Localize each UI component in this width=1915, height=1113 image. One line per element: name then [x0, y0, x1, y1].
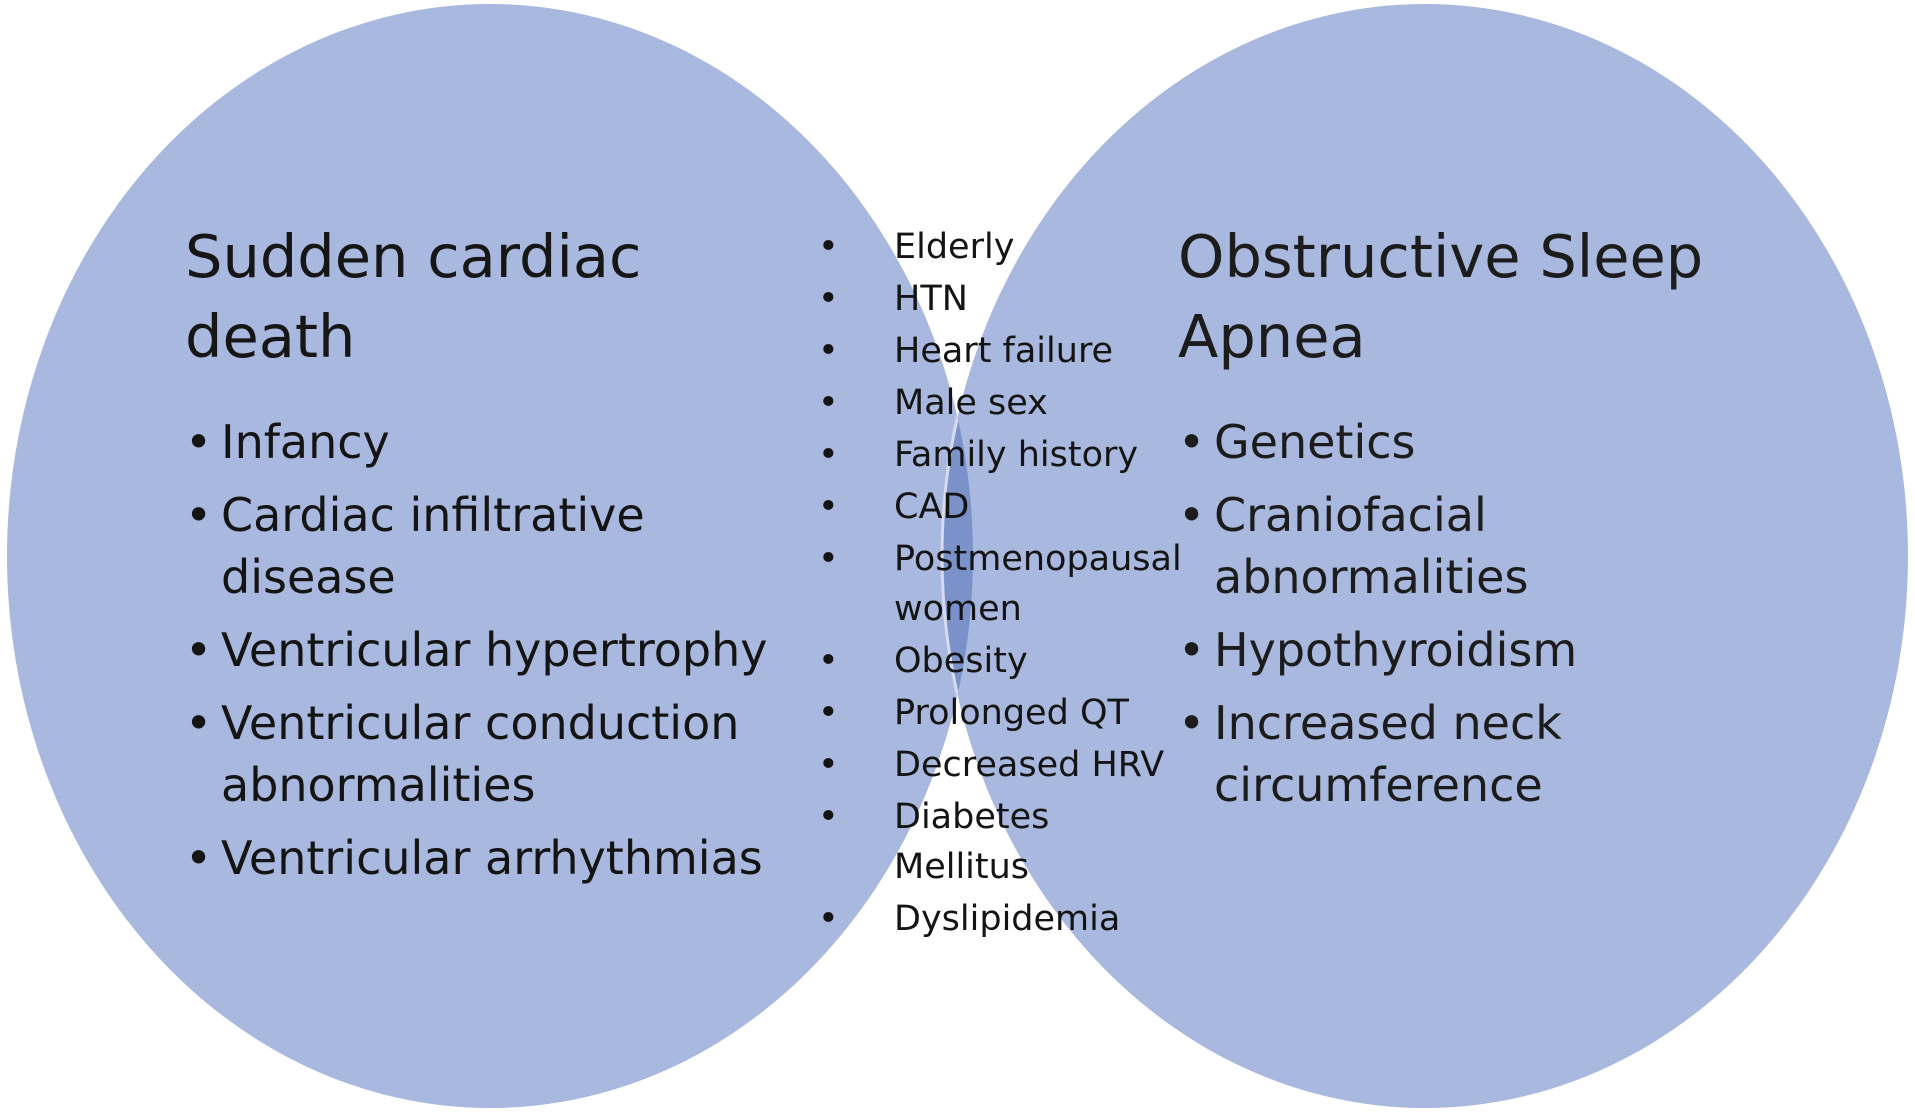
- right-set-title: Obstructive Sleep Apnea: [1178, 222, 1704, 371]
- list-item: •HTN: [818, 274, 1188, 324]
- list-item: •Postmenopausal women: [818, 534, 1188, 634]
- right-set-panel: Obstructive Sleep Apnea •Genetics •Crani…: [1178, 217, 1738, 827]
- list-item: •Diabetes Mellitus: [818, 792, 1188, 892]
- bullet-icon: •: [818, 227, 839, 267]
- bullet-icon: •: [818, 539, 839, 579]
- left-set-list: •Infancy •Cardiac infiltrative disease •…: [185, 411, 825, 889]
- bullet-icon: •: [818, 693, 839, 733]
- bullet-icon: •: [818, 641, 839, 681]
- bullet-icon: •: [1178, 488, 1206, 542]
- bullet-icon: •: [1178, 696, 1206, 750]
- list-item: •Heart failure: [818, 326, 1188, 376]
- list-item: •Prolonged QT: [818, 688, 1188, 738]
- list-item: •Cardiac infiltrative disease: [185, 484, 825, 608]
- bullet-icon: •: [818, 383, 839, 423]
- list-item: •Increased neck circumference: [1178, 692, 1738, 816]
- list-item: •Genetics: [1178, 411, 1738, 473]
- bullet-icon: •: [185, 488, 213, 542]
- left-circle: [7, 4, 973, 1108]
- bullet-icon: •: [1178, 415, 1206, 469]
- bullet-icon: •: [185, 831, 213, 885]
- bullet-icon: •: [818, 487, 839, 527]
- list-item: •Obesity: [818, 636, 1188, 686]
- right-circle: [942, 4, 1908, 1108]
- list-item: •Infancy: [185, 411, 825, 473]
- bullet-icon: •: [818, 435, 839, 475]
- overlap-left-edge: [940, 4, 973, 1108]
- list-item: •Male sex: [818, 378, 1188, 428]
- bullet-icon: •: [185, 696, 213, 750]
- right-set-list: •Genetics •Craniofacial abnormalities •H…: [1178, 411, 1738, 816]
- left-set-panel: Sudden cardiac death •Infancy •Cardiac i…: [185, 217, 825, 900]
- bullet-icon: •: [818, 797, 839, 837]
- list-item: •Decreased HRV: [818, 740, 1188, 790]
- list-item: •Craniofacial abnormalities: [1178, 484, 1738, 608]
- bullet-icon: •: [818, 331, 839, 371]
- bullet-icon: •: [185, 415, 213, 469]
- list-item: •Dyslipidemia: [818, 894, 1188, 944]
- list-item: •CAD: [818, 482, 1188, 532]
- bullet-icon: •: [818, 899, 839, 939]
- bullet-icon: •: [818, 745, 839, 785]
- bullet-icon: •: [185, 623, 213, 677]
- shared-panel: •Elderly •HTN •Heart failure •Male sex •…: [818, 222, 1188, 946]
- list-item: •Ventricular hypertrophy: [185, 619, 825, 681]
- list-item: •Elderly: [818, 222, 1188, 272]
- list-item: •Ventricular conduction abnormalities: [185, 692, 825, 816]
- list-item: •Ventricular arrhythmias: [185, 827, 825, 889]
- shared-list: •Elderly •HTN •Heart failure •Male sex •…: [818, 222, 1188, 944]
- list-item: •Hypothyroidism: [1178, 619, 1738, 681]
- left-set-title: Sudden cardiac death: [185, 222, 642, 371]
- bullet-icon: •: [818, 279, 839, 319]
- list-item: •Family history: [818, 430, 1188, 480]
- bullet-icon: •: [1178, 623, 1206, 677]
